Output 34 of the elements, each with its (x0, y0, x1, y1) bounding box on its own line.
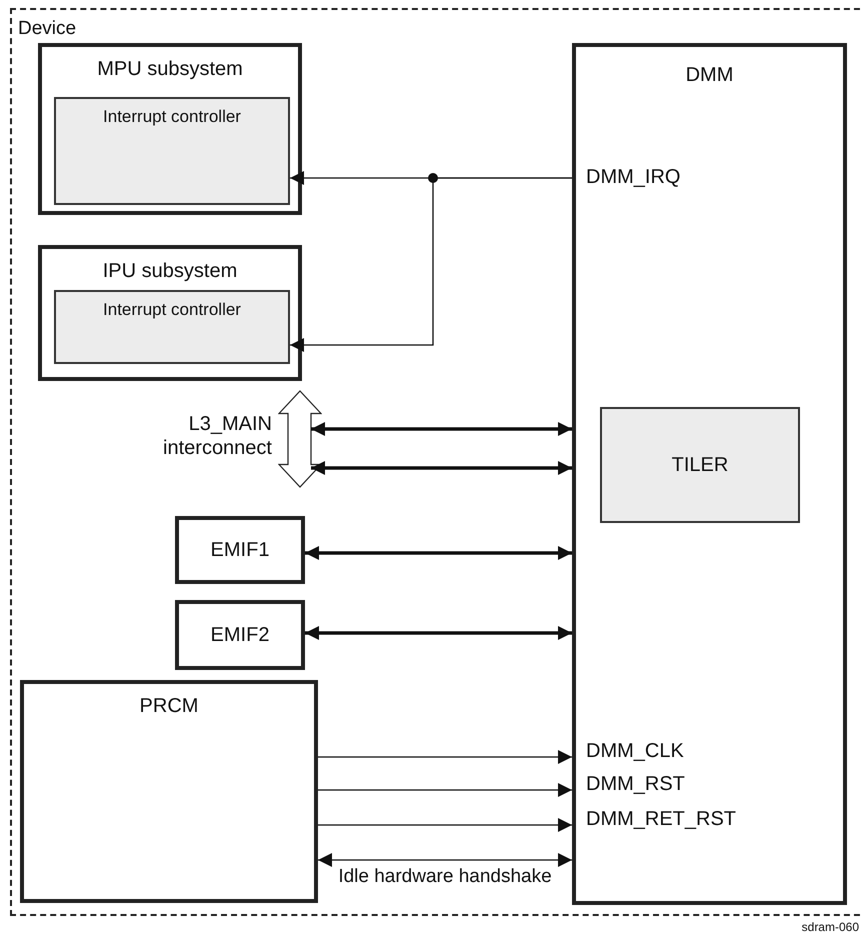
bus-label: L3_MAIN interconnect (162, 412, 272, 460)
arrow (318, 853, 572, 867)
module-box (572, 43, 847, 905)
arrow (305, 626, 572, 640)
arrow (305, 546, 572, 560)
module-title: Interrupt controller (102, 107, 242, 128)
signal-name: DMM_CLK (586, 740, 684, 763)
module-box (600, 407, 800, 523)
signal-name: DMM_RET_RST (586, 808, 736, 831)
module-box (175, 600, 305, 670)
module-title: TILER (670, 453, 730, 477)
module-box (54, 97, 290, 205)
module-title: DMM (684, 63, 734, 87)
arrow (290, 177, 572, 352)
subsystem-box (20, 680, 318, 903)
subsystem-title: PRCM (138, 694, 200, 718)
module-title: EMIF1 (210, 538, 270, 562)
module-title: Interrupt controller (102, 300, 242, 320)
arrow (318, 750, 572, 764)
subsystem-box (38, 43, 302, 215)
subsystem-title: IPU subsystem (102, 259, 238, 283)
signal-name: DMM_RST (586, 773, 685, 796)
device-label: Device (18, 18, 76, 40)
subsystem-box (38, 245, 302, 381)
arrow (318, 818, 572, 832)
module-box (54, 290, 290, 364)
signal-name: DMM_IRQ (586, 166, 680, 189)
module-box (175, 516, 305, 584)
subsystem-title: MPU subsystem (96, 57, 244, 81)
module-title: EMIF2 (210, 623, 270, 647)
arrow (318, 783, 572, 797)
arrow (311, 422, 572, 436)
arrow (311, 461, 572, 475)
figure-id: sdram-060 (802, 920, 859, 934)
